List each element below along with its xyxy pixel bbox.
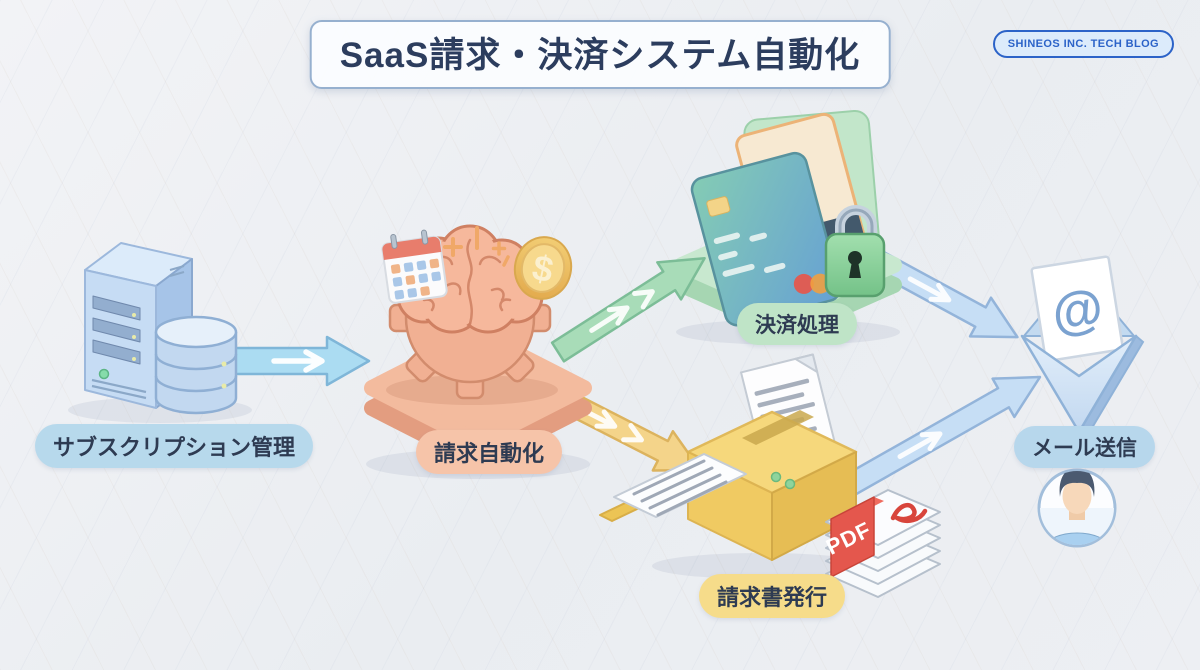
payment-node bbox=[674, 109, 902, 340]
server-led bbox=[98, 368, 110, 380]
pdf-stack-icon: PDF bbox=[822, 489, 941, 598]
page-title: SaaS請求・決済システム自動化 bbox=[309, 20, 891, 89]
arrow-subscription-to-billing bbox=[222, 335, 371, 387]
calendar-icon bbox=[381, 229, 448, 304]
letter: @ bbox=[1030, 255, 1124, 363]
label-invoice-issuance: 請求書発行 bbox=[699, 574, 846, 618]
server-vents bbox=[92, 295, 141, 365]
label-subscription-management: サブスクリプション管理 bbox=[35, 424, 314, 468]
label-payment-processing: 決済処理 bbox=[737, 303, 857, 345]
database-icon bbox=[154, 315, 238, 415]
avatar-icon bbox=[1037, 468, 1117, 548]
label-email-sending: メール送信 bbox=[1014, 426, 1155, 468]
lock-icon bbox=[824, 205, 886, 298]
printer-paper-out bbox=[599, 453, 747, 522]
printer-icon bbox=[599, 353, 858, 561]
arrow-billing-to-payment bbox=[550, 257, 706, 363]
server-grill bbox=[91, 264, 185, 400]
label-billing-automation: 請求自動化 bbox=[416, 430, 563, 474]
envelope-icon: @ bbox=[1020, 255, 1145, 440]
coin-icon: $ bbox=[513, 236, 573, 300]
blog-badge: SHINEOS INC. TECH BLOG bbox=[992, 30, 1174, 58]
at-symbol: @ bbox=[1048, 278, 1107, 343]
sparkles-icon bbox=[443, 226, 510, 267]
